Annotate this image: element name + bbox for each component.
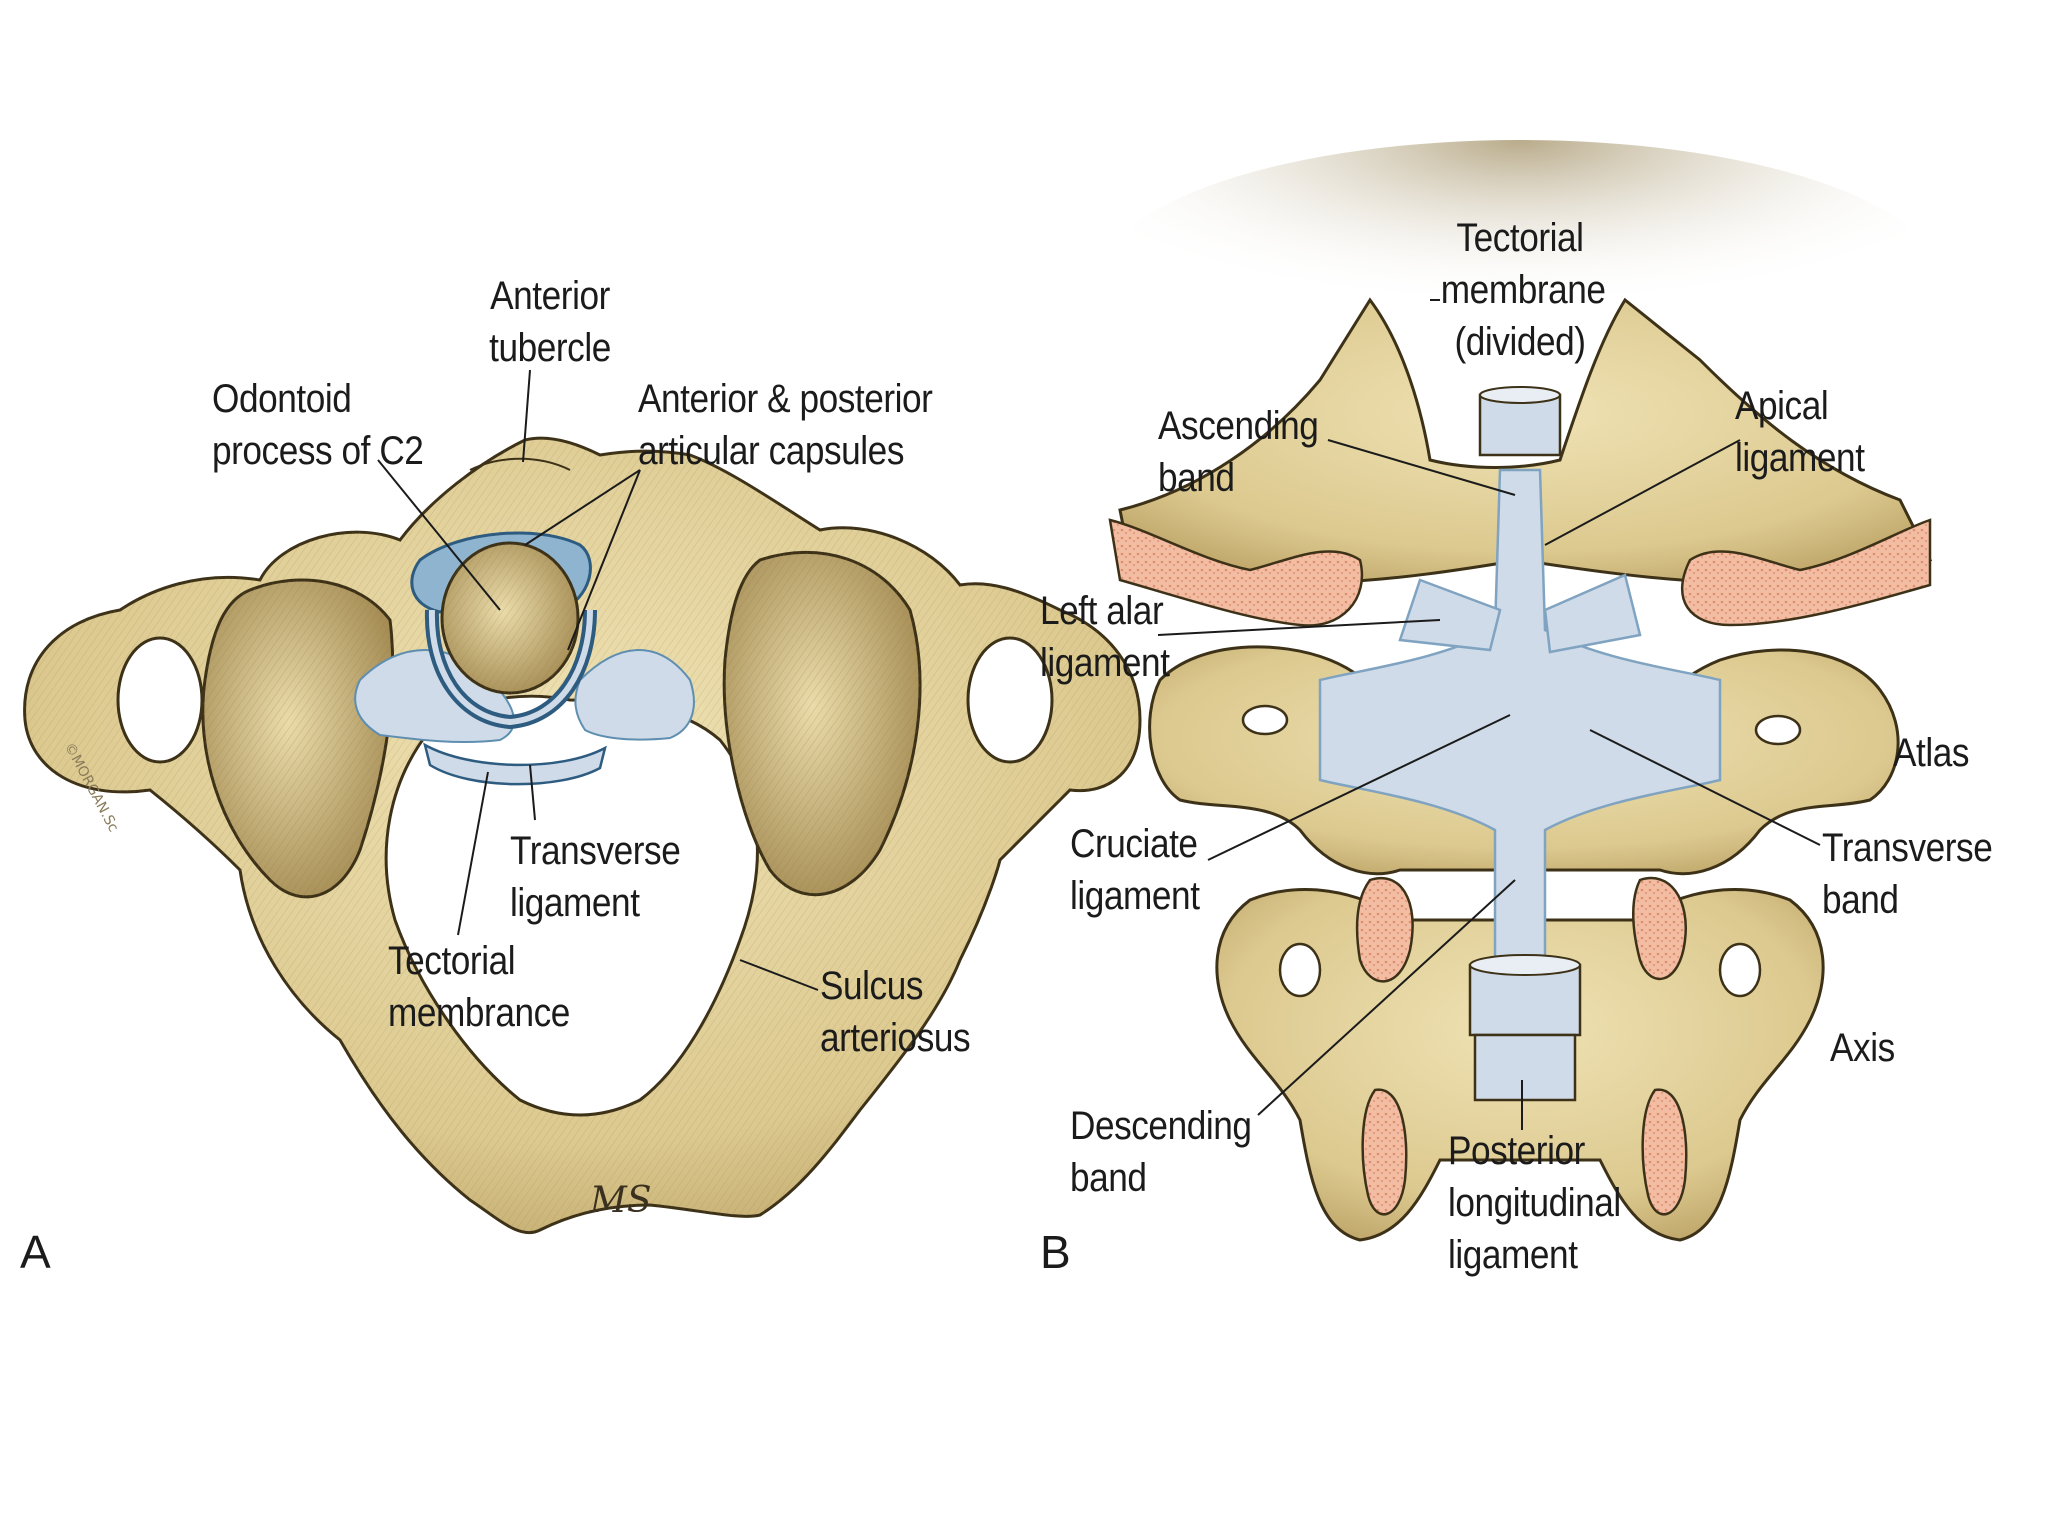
panel-b-craniovertebral bbox=[1100, 140, 1940, 1242]
label-apical-ligament: Apical ligament bbox=[1735, 384, 1865, 480]
panel-a-leader-lines bbox=[377, 369, 819, 991]
label-transverse-ligament: Transverse ligament bbox=[510, 829, 681, 925]
label-atlas: Atlas bbox=[1893, 731, 1970, 775]
right-axis-section bbox=[1641, 1088, 1688, 1216]
left-atlas-section bbox=[1355, 876, 1414, 983]
artist-signature: MS bbox=[590, 1180, 652, 1221]
label-tectorial-membrance: Tectorial membrance bbox=[388, 939, 570, 1035]
label-ascending-band: Ascending band bbox=[1158, 404, 1319, 500]
panel-letter-b: B bbox=[1040, 1226, 1071, 1278]
right-atlas-section bbox=[1632, 876, 1688, 980]
left-transverse-foramen bbox=[116, 636, 204, 764]
label-left-alar-ligament: Left alar ligament bbox=[1040, 589, 1170, 685]
panel-b-leader-lines bbox=[1157, 299, 1821, 1130]
label-posterior-longitudinal-ligament: Posterior longitudinal ligament bbox=[1448, 1129, 1621, 1277]
label-odontoid-process: Odontoid process of C2 bbox=[212, 377, 424, 473]
right-transverse-foramen bbox=[966, 636, 1054, 764]
label-anterior-tubercle: Anterior tubercle bbox=[489, 274, 611, 370]
panel-letter-a: A bbox=[20, 1226, 51, 1278]
label-sulcus-arteriosus: Sulcus arteriosus bbox=[820, 964, 971, 1060]
right-capsule-ligament bbox=[574, 649, 695, 741]
label-tectorial-membrane-divided: Tectorial membrane (divided) bbox=[1440, 216, 1606, 364]
label-articular-capsules: Anterior & posterior articular capsules bbox=[638, 377, 933, 473]
posterior-longitudinal-ligament bbox=[1473, 1033, 1577, 1102]
left-occipital-section bbox=[1108, 518, 1364, 627]
right-alar-ligament bbox=[1543, 573, 1642, 654]
tectorial-membrane-band bbox=[423, 742, 607, 786]
label-axis: Axis bbox=[1830, 1026, 1895, 1070]
panel-a-atlas bbox=[23, 369, 1142, 1235]
label-transverse-band: Transverse band bbox=[1822, 826, 1993, 922]
left-alar-ligament bbox=[1398, 578, 1502, 652]
label-cruciate-ligament: Cruciate ligament bbox=[1070, 822, 1200, 918]
right-occipital-section bbox=[1680, 518, 1932, 627]
label-descending-band: Descending band bbox=[1070, 1104, 1252, 1200]
left-axis-section bbox=[1361, 1088, 1408, 1216]
